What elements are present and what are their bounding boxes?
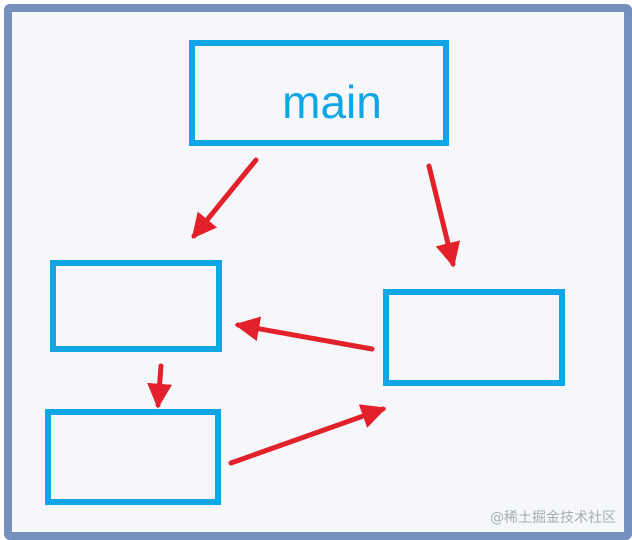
watermark-text: @稀土掘金技术社区 (490, 510, 616, 526)
main-label: main (282, 76, 382, 128)
main-box (189, 40, 449, 146)
diagram-frame (4, 4, 632, 540)
arrow-left-top-to-left-bottom (147, 363, 173, 409)
arrow-left-bottom-to-right (228, 404, 387, 466)
arrow-right-to-left-top (234, 316, 375, 352)
left-top-box (50, 260, 222, 352)
right-box (383, 289, 565, 386)
left-bottom-box (45, 409, 221, 505)
arrow-main-to-left-top (191, 157, 259, 239)
arrow-main-to-right (426, 163, 461, 268)
